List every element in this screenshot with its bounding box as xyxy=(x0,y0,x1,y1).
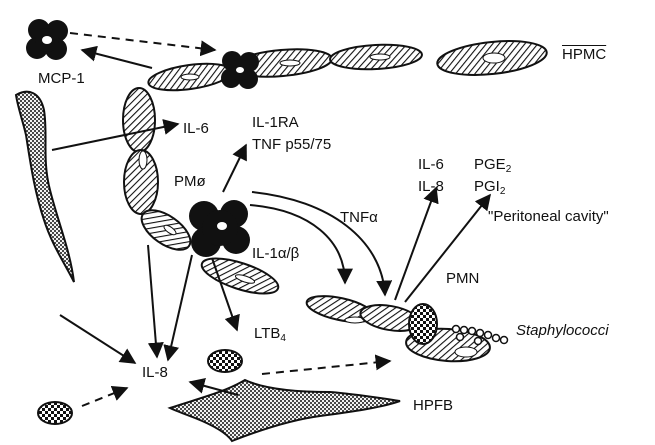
peritoneal-macrophage xyxy=(189,200,250,257)
label-pge2: PGE2 xyxy=(474,156,511,179)
pge2-subscript: 2 xyxy=(506,164,512,175)
label-il-1ra: IL-1RA xyxy=(252,114,299,132)
pgi2-base: PGI xyxy=(474,178,500,195)
macrophage-on-monolayer xyxy=(221,51,259,89)
label-peritoneal-macrophage: PMø xyxy=(174,173,206,191)
pmn-cell xyxy=(409,304,437,344)
label-il-8: IL-8 xyxy=(142,364,168,382)
label-il-1-alpha-beta: IL-1α/β xyxy=(252,245,299,263)
label-staphylococci: Staphylococci xyxy=(516,322,609,340)
ltb4-base: LTB xyxy=(254,325,280,342)
ltb4-subscript: 4 xyxy=(280,333,286,344)
fibroblast-left xyxy=(16,92,74,282)
label-tnf-alpha: TNFα xyxy=(340,209,378,227)
label-pmn: PMN xyxy=(446,270,479,288)
label-ltb4: LTB4 xyxy=(254,325,286,348)
small-cell-ltb4 xyxy=(208,350,242,372)
label-peritoneal-cavity: "Peritoneal cavity" xyxy=(488,208,609,226)
label-pgi2: PGI2 xyxy=(474,178,505,201)
label-tnf-p55-75: TNF p55/75 xyxy=(252,136,331,154)
label-hpmc: HPMC xyxy=(562,46,606,64)
small-cell-bottom-left xyxy=(38,402,72,424)
label-mcp-1: MCP-1 xyxy=(38,70,85,88)
pge2-base: PGE xyxy=(474,156,506,173)
mesothelial-cell-layer-top xyxy=(147,36,549,94)
macrophage-top-left xyxy=(26,19,68,60)
fibroblast-hpfb xyxy=(170,380,400,441)
pgi2-subscript: 2 xyxy=(500,186,506,197)
label-hpfb: HPFB xyxy=(413,397,453,415)
label-il-6-cavity: IL-6 xyxy=(418,156,444,174)
label-il-8-cavity: IL-8 xyxy=(418,178,444,196)
label-il-6-mesothelial: IL-6 xyxy=(183,120,209,138)
